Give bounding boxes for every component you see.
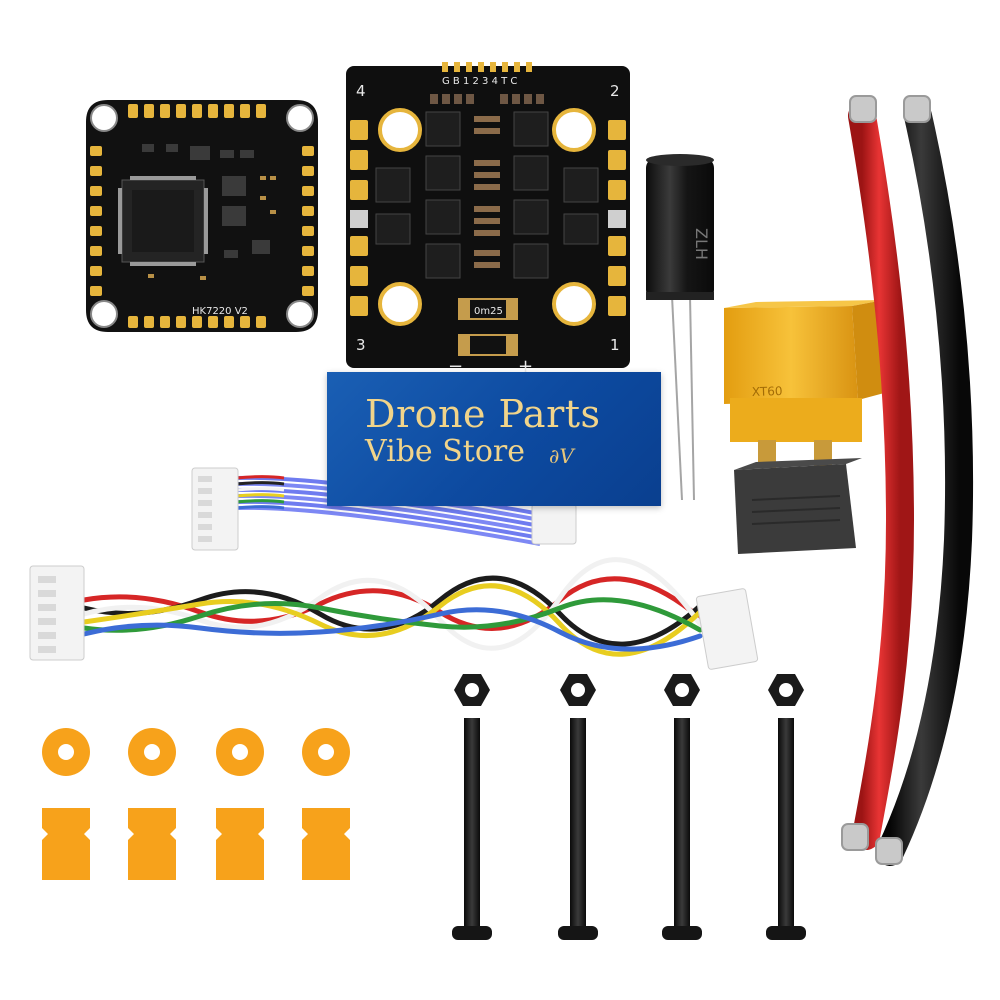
orange-washers xyxy=(42,728,350,776)
store-banner: Drone Parts Vibe Store ∂V xyxy=(327,372,661,506)
electrolytic-capacitor: ZLH xyxy=(646,154,714,501)
esc-motor-2-label: 2 xyxy=(610,82,620,100)
esc-negative-label: − xyxy=(448,356,463,377)
esc-motor-3-label: 3 xyxy=(356,336,366,354)
hex-nuts xyxy=(454,674,804,706)
store-name-line2: Vibe Store xyxy=(365,434,525,469)
esc-positive-label: + xyxy=(518,356,533,377)
long-screws xyxy=(452,718,806,940)
fc-model-label: HK7220 V2 xyxy=(192,306,248,317)
capacitor-marking: ZLH xyxy=(692,228,711,260)
store-name-line1: Drone Parts xyxy=(365,392,601,436)
esc-shunt-label: 0m25 xyxy=(474,306,503,317)
xt60-connector: XT60 xyxy=(724,300,888,554)
power-wires xyxy=(841,95,974,866)
flight-controller-board: HK7220 V2 xyxy=(86,100,318,332)
store-logo-mark: ∂V xyxy=(549,444,574,468)
esc-header-pins: G B 1 2 3 4 T C xyxy=(442,76,517,87)
fc-ribbon-cable xyxy=(191,467,577,551)
orange-dampers xyxy=(42,808,350,880)
esc-board: G B 1 2 3 4 T C 4 2 3 1 xyxy=(346,62,630,377)
connector-marking: XT60 xyxy=(752,384,783,399)
twisted-cable xyxy=(29,557,759,670)
esc-motor-1-label: 1 xyxy=(610,336,620,354)
esc-motor-4-label: 4 xyxy=(356,82,366,100)
